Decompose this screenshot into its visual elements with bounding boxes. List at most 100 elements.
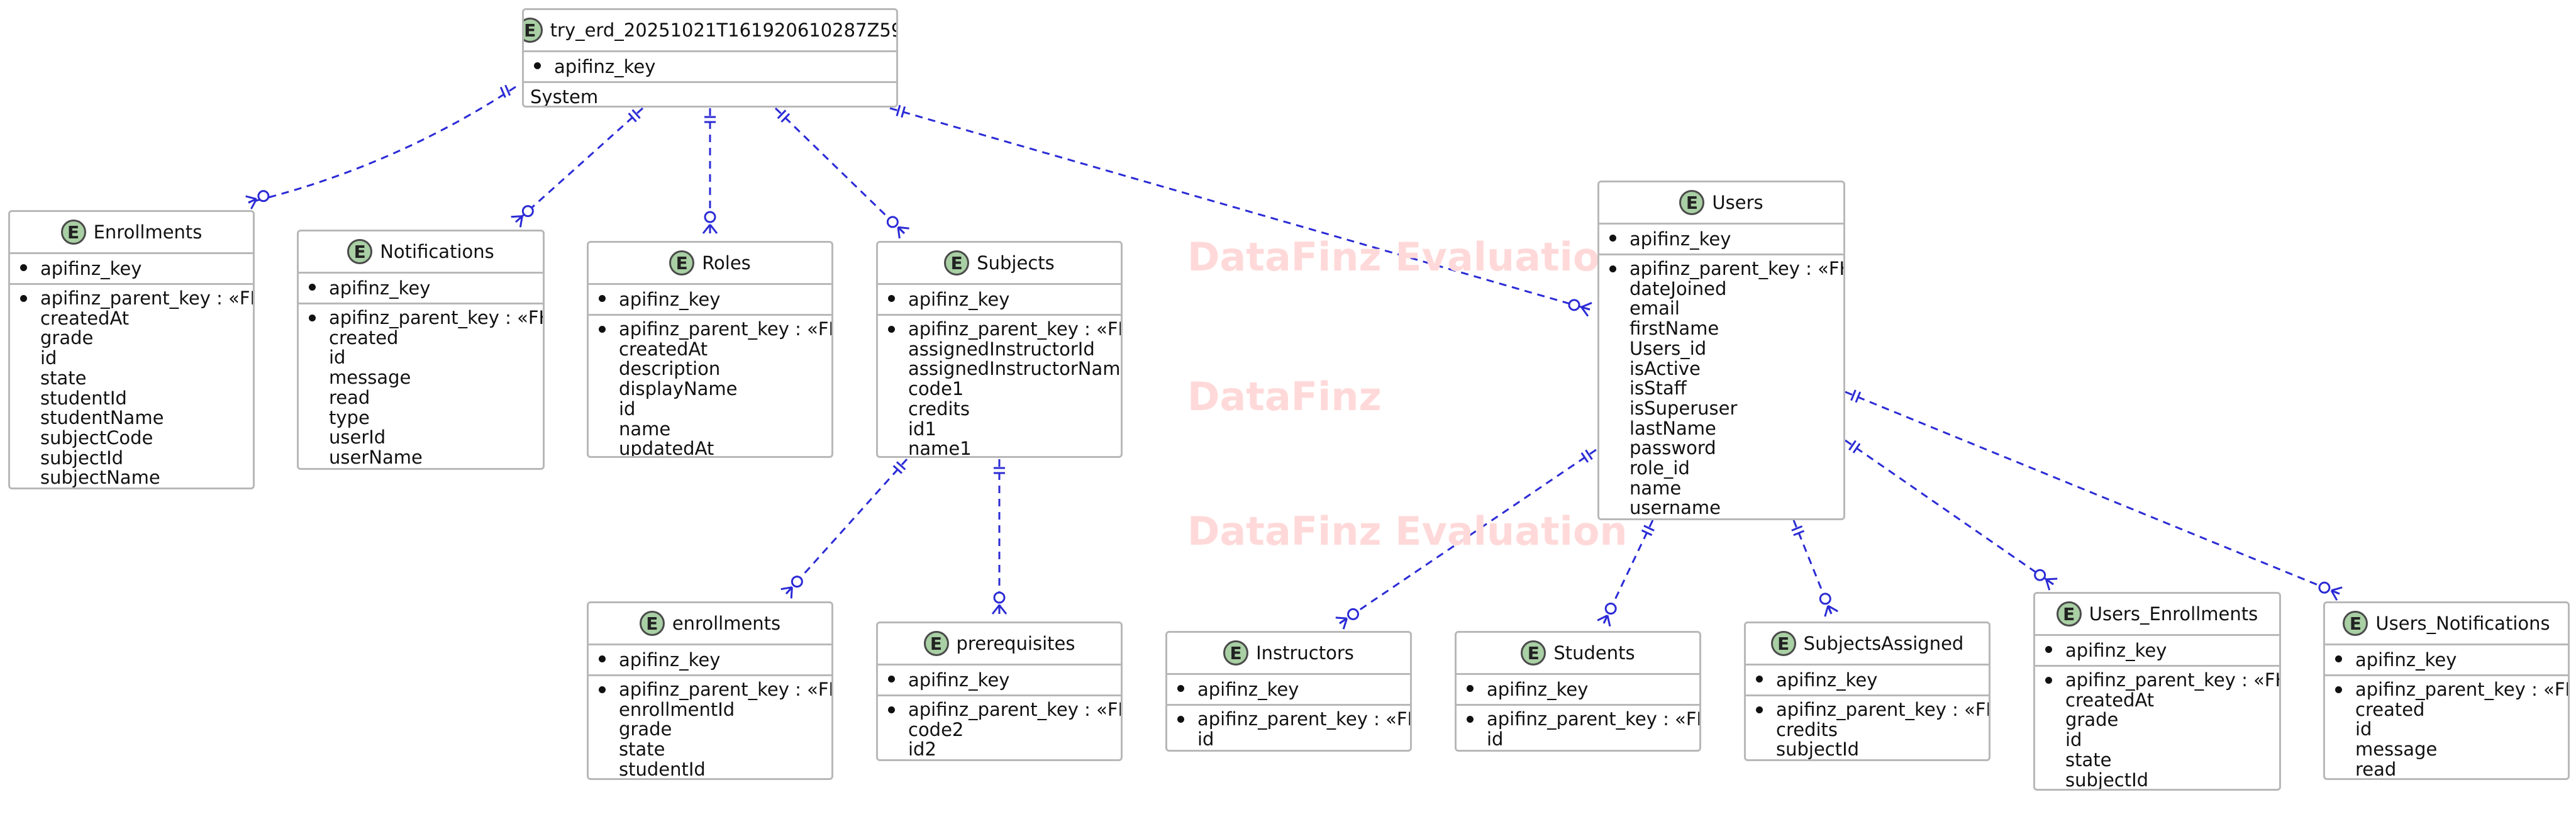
many-marker [1580,306,1589,317]
entity-title: Students [1553,642,1635,664]
attribute: lastName [1629,417,1716,439]
attribute: subjectName [40,467,160,489]
attribute: assignedInstructorName [908,358,1123,380]
relationship-subjects_assigned [1791,520,1838,617]
watermark-evaluation-top: DataFinz Evaluation [1187,234,1628,280]
bullet-icon [1177,715,1184,723]
entity-header: E Instructors [1167,633,1410,675]
entity-title: Roles [702,252,751,274]
entity-notifications[interactable]: E Notifications apifinz_key apifinz_pare… [297,230,545,470]
entity-users-enrollments[interactable]: E Users_Enrollments apifinz_key apifinz_… [2033,592,2281,791]
attribute: subjectId [1776,738,1860,760]
entity-primary-key: apifinz_key [589,645,831,676]
zero-marker [1819,593,1831,605]
entity-roles[interactable]: E Roles apifinz_key apifinz_parent_key :… [587,241,833,458]
entity-attributes: apifinz_parent_key : «FK» assignedInstru… [878,316,1123,456]
entity-attributes: apifinz_parent_key : «FK» credits subjec… [1746,696,1989,760]
attribute: firstName [1629,318,1719,340]
one-marker [499,86,506,98]
attribute: username [1629,497,1721,519]
zero-marker [2034,569,2046,581]
many-marker [2330,589,2338,601]
attribute: subjectId [2065,769,2149,791]
entity-header: E SubjectsAssigned [1746,623,1989,666]
bullet-icon [599,294,606,302]
one-marker [1641,529,1653,537]
many-marker [1828,604,1838,613]
entity-users-notifications[interactable]: E Users_Notifications apifinz_key apifin… [2323,601,2570,780]
entity-attributes: apifinz_parent_key : «FK» code2 id2 name… [878,696,1121,759]
attribute: credits [908,398,970,420]
one-marker [1643,525,1655,532]
entity-subjects[interactable]: E Subjects apifinz_key apifinz_parent_ke… [876,241,1123,458]
entity-e-icon: E [944,250,970,276]
bullet-icon [2335,655,2342,662]
entity-enrollments[interactable]: E Enrollments apifinz_key apifinz_parent… [8,210,255,489]
one-marker [901,106,906,118]
many-marker [2331,586,2343,592]
entity-users[interactable]: E Users apifinz_key apifinz_parent_key :… [1597,181,1845,520]
attribute: subjectCode [40,426,153,448]
attribute: message [2355,738,2438,760]
entity-title: Enrollments [93,221,203,243]
entity-attributes: apifinz_parent_key : «FK» id maxCreditsP… [1457,706,1699,750]
entity-prerequisites[interactable]: E prerequisites apifinz_key apifinz_pare… [876,621,1123,761]
many-marker [1342,618,1348,630]
zero-marker [1604,603,1617,615]
attribute: createdAt [40,307,130,329]
attribute: code1 [908,378,964,400]
entity-title: prerequisites [956,633,1075,654]
entity-header: E Notifications [299,231,543,274]
attribute-fk: apifinz_parent_key : «FK» [2335,679,2568,700]
entity-header: E Students [1457,633,1699,675]
relationship-subjects [774,107,909,239]
one-marker [1855,391,1862,403]
entity-root[interactable]: E try_erd_20251021T161920610287Z59 apifi… [522,8,898,108]
zero-marker [886,216,899,228]
attribute: created [329,326,399,348]
bullet-icon [2335,686,2342,693]
one-marker [1848,440,1857,451]
attribute: role_id [1629,457,1690,479]
entity-title: enrollments [672,613,781,634]
entity-attributes: apifinz_parent_key : «FK» createdAt grad… [2035,667,2279,791]
entity-title: try_erd_20251021T161920610287Z59 [550,20,898,41]
entity-enrollments-sub[interactable]: E enrollments apifinz_key apifinz_parent… [587,601,833,780]
entity-header: E Users_Enrollments [2035,594,2279,636]
bullet-icon [309,283,316,291]
attribute: isActive [1629,357,1701,379]
attribute: credits [1776,718,1838,740]
entity-primary-key: apifinz_key [2325,645,2568,676]
entity-primary-key: apifinz_key [299,274,543,304]
attribute: enrollmentId [619,698,735,720]
bullet-icon [309,314,316,321]
many-marker [2045,579,2051,591]
bullet-icon [888,706,895,713]
one-marker [892,465,903,474]
bullet-icon [2045,645,2052,653]
entity-header: E prerequisites [878,623,1121,666]
bullet-icon [1467,715,1474,723]
many-marker [1606,615,1611,627]
relationship-line [248,86,516,204]
entity-e-icon: E [923,631,949,656]
entity-students[interactable]: E Students apifinz_key apifinz_parent_ke… [1455,631,1701,752]
attribute: type [329,406,370,428]
bullet-icon [20,264,27,271]
entity-instructors[interactable]: E Instructors apifinz_key apifinz_parent… [1165,631,1412,752]
entity-e-icon: E [1521,640,1546,666]
relationship-line [1339,448,1597,625]
many-marker [709,224,718,234]
entity-title: SubjectsAssigned [1803,633,1964,654]
entity-subjects-assigned[interactable]: E SubjectsAssigned apifinz_key apifinz_p… [1744,621,1990,761]
bullet-icon [599,655,606,662]
entity-header: E Subjects [878,243,1121,285]
attribute-fk: apifinz_parent_key : «FK» [599,679,831,700]
many-marker [250,198,258,209]
attribute: name [619,418,671,440]
relationship-line [785,458,908,595]
many-marker [790,587,793,599]
attribute: createdAt [2065,689,2155,711]
entity-e-icon: E [347,239,373,264]
bullet-icon [534,62,541,69]
